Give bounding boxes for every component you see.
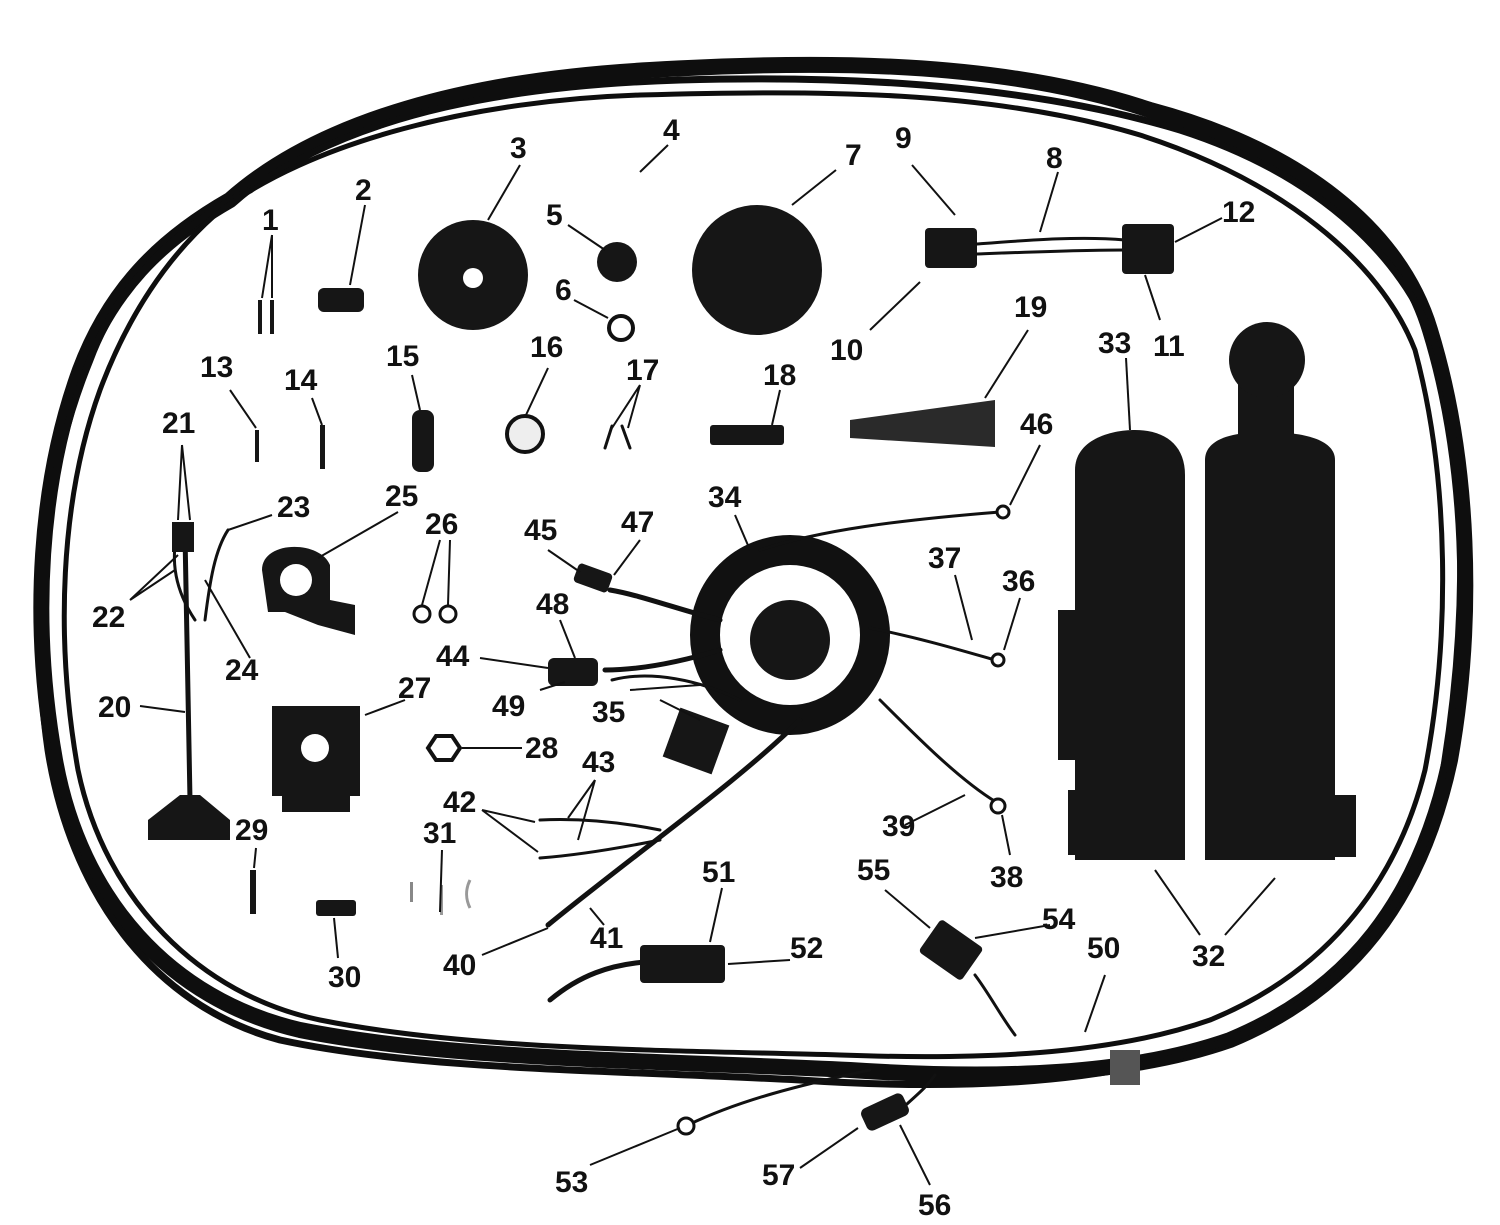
callout-20: 20: [98, 691, 131, 724]
callout-22: 22: [92, 601, 125, 634]
callout-33: 33: [1098, 327, 1131, 360]
part-45-connector: [573, 563, 613, 593]
callout-19: 19: [1014, 291, 1047, 324]
callout-52: 52: [790, 932, 823, 965]
callout-23: 23: [277, 491, 310, 524]
part-20-wire-lead: [148, 522, 230, 840]
callout-40: 40: [443, 949, 476, 982]
callout-49: 49: [492, 690, 525, 723]
callout-34: 34: [708, 481, 742, 514]
callout-13: 13: [200, 351, 233, 384]
part-54-connector: [919, 920, 1017, 1037]
callout-labels: 1 2 3 4 5 6 7 8 9 10 11 12 13 14 15 16 1…: [92, 114, 1255, 1222]
callout-25: 25: [385, 480, 418, 513]
callout-41: 41: [590, 922, 623, 955]
part-50-harness-tag: [1110, 1050, 1140, 1085]
callout-2: 2: [355, 174, 372, 207]
part-53-ground-lead: [676, 1068, 872, 1136]
part-32-trim-pumps: [1058, 322, 1356, 860]
part-51-connector: [547, 945, 725, 1003]
callout-10: 10: [830, 334, 863, 367]
callout-4: 4: [663, 114, 680, 147]
part-13-pin: [255, 430, 259, 462]
main-wire-harness: [33, 56, 1474, 1089]
part-14-pin: [320, 425, 325, 469]
part-15-terminal: [412, 410, 434, 472]
part-16-cap: [505, 414, 545, 454]
part-56-fuse-holder: [861, 1073, 937, 1131]
callout-42: 42: [443, 786, 476, 819]
part-1-screws: [258, 300, 274, 334]
callout-8: 8: [1046, 142, 1063, 175]
callout-7: 7: [845, 139, 862, 172]
part-34-coiled-harness: [538, 510, 1002, 928]
part-35-pad: [662, 707, 730, 775]
part-36-ring-terminal: [990, 652, 1006, 668]
callout-44: 44: [436, 640, 470, 673]
callout-55: 55: [857, 854, 890, 887]
part-38-ring-terminal: [989, 797, 1007, 815]
callout-29: 29: [235, 814, 268, 847]
callout-32: 32: [1192, 940, 1225, 973]
callout-9: 9: [895, 122, 912, 155]
part-7-cover-disc: [692, 205, 822, 335]
callout-15: 15: [386, 340, 419, 373]
part-46-ring-terminal: [995, 504, 1011, 520]
callout-14: 14: [284, 364, 318, 397]
callout-26: 26: [425, 508, 458, 541]
callout-53: 53: [555, 1166, 588, 1199]
part-5-plug: [597, 242, 637, 282]
callout-27: 27: [398, 672, 431, 705]
callout-35: 35: [592, 696, 625, 729]
callout-50: 50: [1087, 932, 1120, 965]
part-26-washers: [412, 604, 458, 624]
part-28-nut: [425, 734, 463, 762]
part-3-grommet-plate: [418, 220, 528, 330]
part-2-clip: [318, 288, 364, 312]
callout-38: 38: [990, 861, 1023, 894]
callout-37: 37: [928, 542, 961, 575]
callout-36: 36: [1002, 565, 1035, 598]
callout-56: 56: [918, 1189, 951, 1222]
callout-6: 6: [555, 274, 572, 307]
callout-16: 16: [530, 331, 563, 364]
part-29-screw: [250, 870, 256, 914]
callout-12: 12: [1222, 196, 1255, 229]
callout-5: 5: [546, 199, 563, 232]
callout-39: 39: [882, 810, 915, 843]
part-27-mount-plate: [272, 706, 360, 812]
callout-31: 31: [423, 817, 456, 850]
callout-46: 46: [1020, 408, 1053, 441]
callout-3: 3: [510, 132, 527, 165]
callout-43: 43: [582, 746, 615, 779]
part-25-bracket: [262, 546, 355, 635]
part-8-jumper-harness: [925, 224, 1174, 274]
part-30-clip: [316, 900, 356, 916]
callout-21: 21: [162, 407, 195, 440]
leader-lines: [129, 144, 1276, 1186]
part-31-pins: [410, 879, 472, 915]
callout-24: 24: [225, 654, 259, 687]
callout-48: 48: [536, 588, 569, 621]
callout-57: 57: [762, 1159, 795, 1192]
callout-54: 54: [1042, 903, 1076, 936]
callout-47: 47: [621, 506, 654, 539]
part-17-clips: [603, 424, 632, 450]
callout-17: 17: [626, 354, 659, 387]
part-44-connector: [548, 658, 598, 686]
callout-51: 51: [702, 856, 735, 889]
part-6-ring: [607, 314, 635, 342]
part-19-tape: [850, 400, 995, 447]
part-18-terminal: [710, 425, 784, 445]
callout-1: 1: [262, 204, 279, 237]
callout-30: 30: [328, 961, 361, 994]
callout-11: 11: [1153, 330, 1185, 363]
callout-28: 28: [525, 732, 558, 765]
callout-45: 45: [524, 514, 557, 547]
callout-18: 18: [763, 359, 796, 392]
